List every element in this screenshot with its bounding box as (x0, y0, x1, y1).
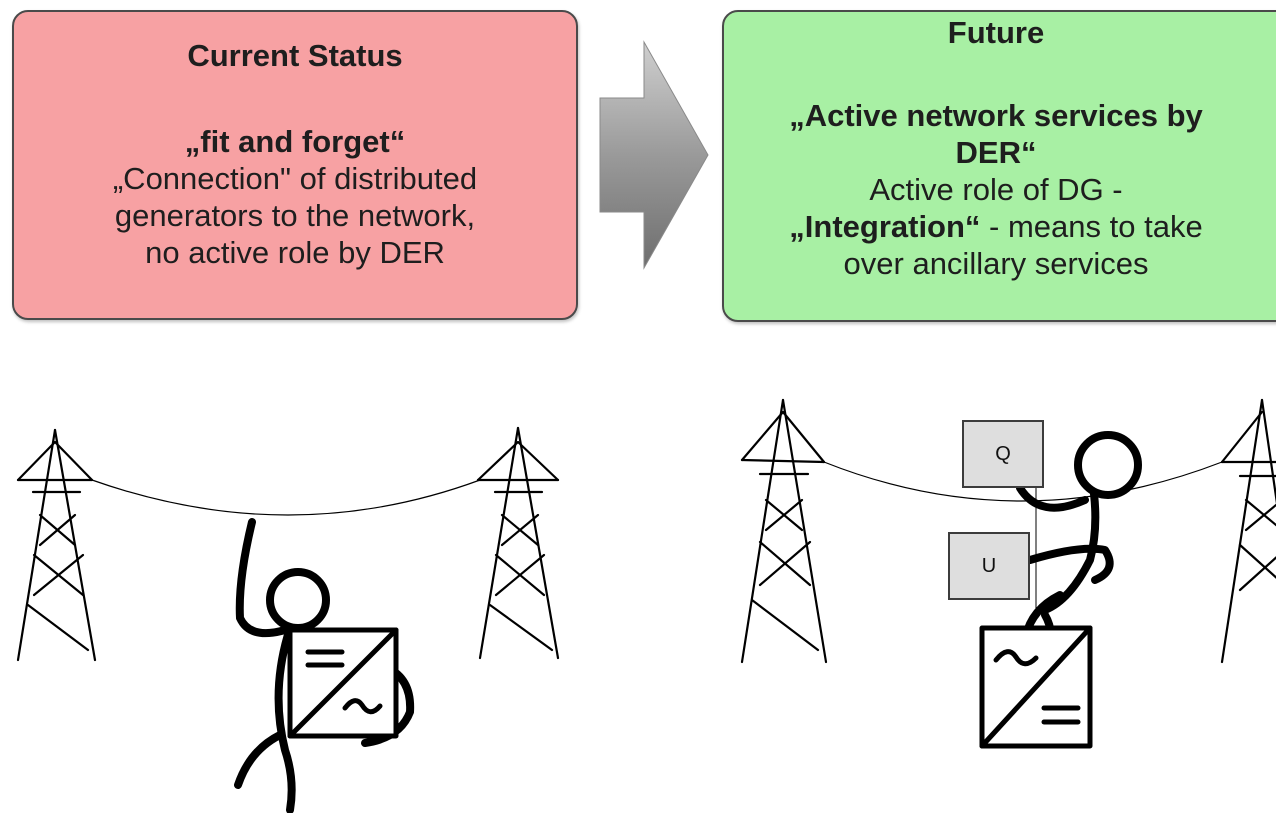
q-box: Q (962, 420, 1044, 488)
integration-bold: „Integration“ (789, 209, 981, 244)
current-status-line: „Connection" of distributed (112, 161, 478, 196)
current-status-text: „fit and forget“ „Connection" of distrib… (14, 124, 576, 271)
future-title: Future (947, 15, 1045, 50)
power-line (91, 479, 481, 516)
future-text: „Active network services by DER“ Active … (724, 97, 1268, 282)
transmission-tower-icon (476, 426, 560, 660)
future-line: over ancillary services (843, 246, 1149, 281)
transmission-tower-icon (740, 398, 828, 664)
current-status-line: no active role by DER (145, 235, 445, 270)
inverter-icon (979, 625, 1093, 749)
future-quote-line: DER“ (955, 135, 1037, 170)
future-scene (740, 398, 1276, 749)
inverter-icon (287, 627, 399, 739)
current-status-box: Current Status „fit and forget“ „Connect… (12, 10, 578, 320)
power-line (823, 461, 1223, 502)
u-box: U (948, 532, 1030, 600)
future-integration-line: „Integration“ - means to take (724, 208, 1268, 245)
current-status-quote: „fit and forget“ (184, 124, 406, 159)
current-status-line: generators to the network, (114, 198, 476, 233)
integration-rest: - means to take (980, 209, 1203, 244)
future-box: Future „Active network services by DER“ … (722, 10, 1276, 322)
future-line: Active role of DG - (869, 172, 1123, 207)
transmission-tower-icon (1220, 398, 1276, 664)
arrow-right-icon (599, 40, 709, 270)
future-quote-line: „Active network services by (789, 98, 1203, 133)
transmission-tower-icon (16, 428, 97, 662)
current-status-title: Current Status (187, 38, 403, 73)
current-scene (16, 426, 560, 813)
